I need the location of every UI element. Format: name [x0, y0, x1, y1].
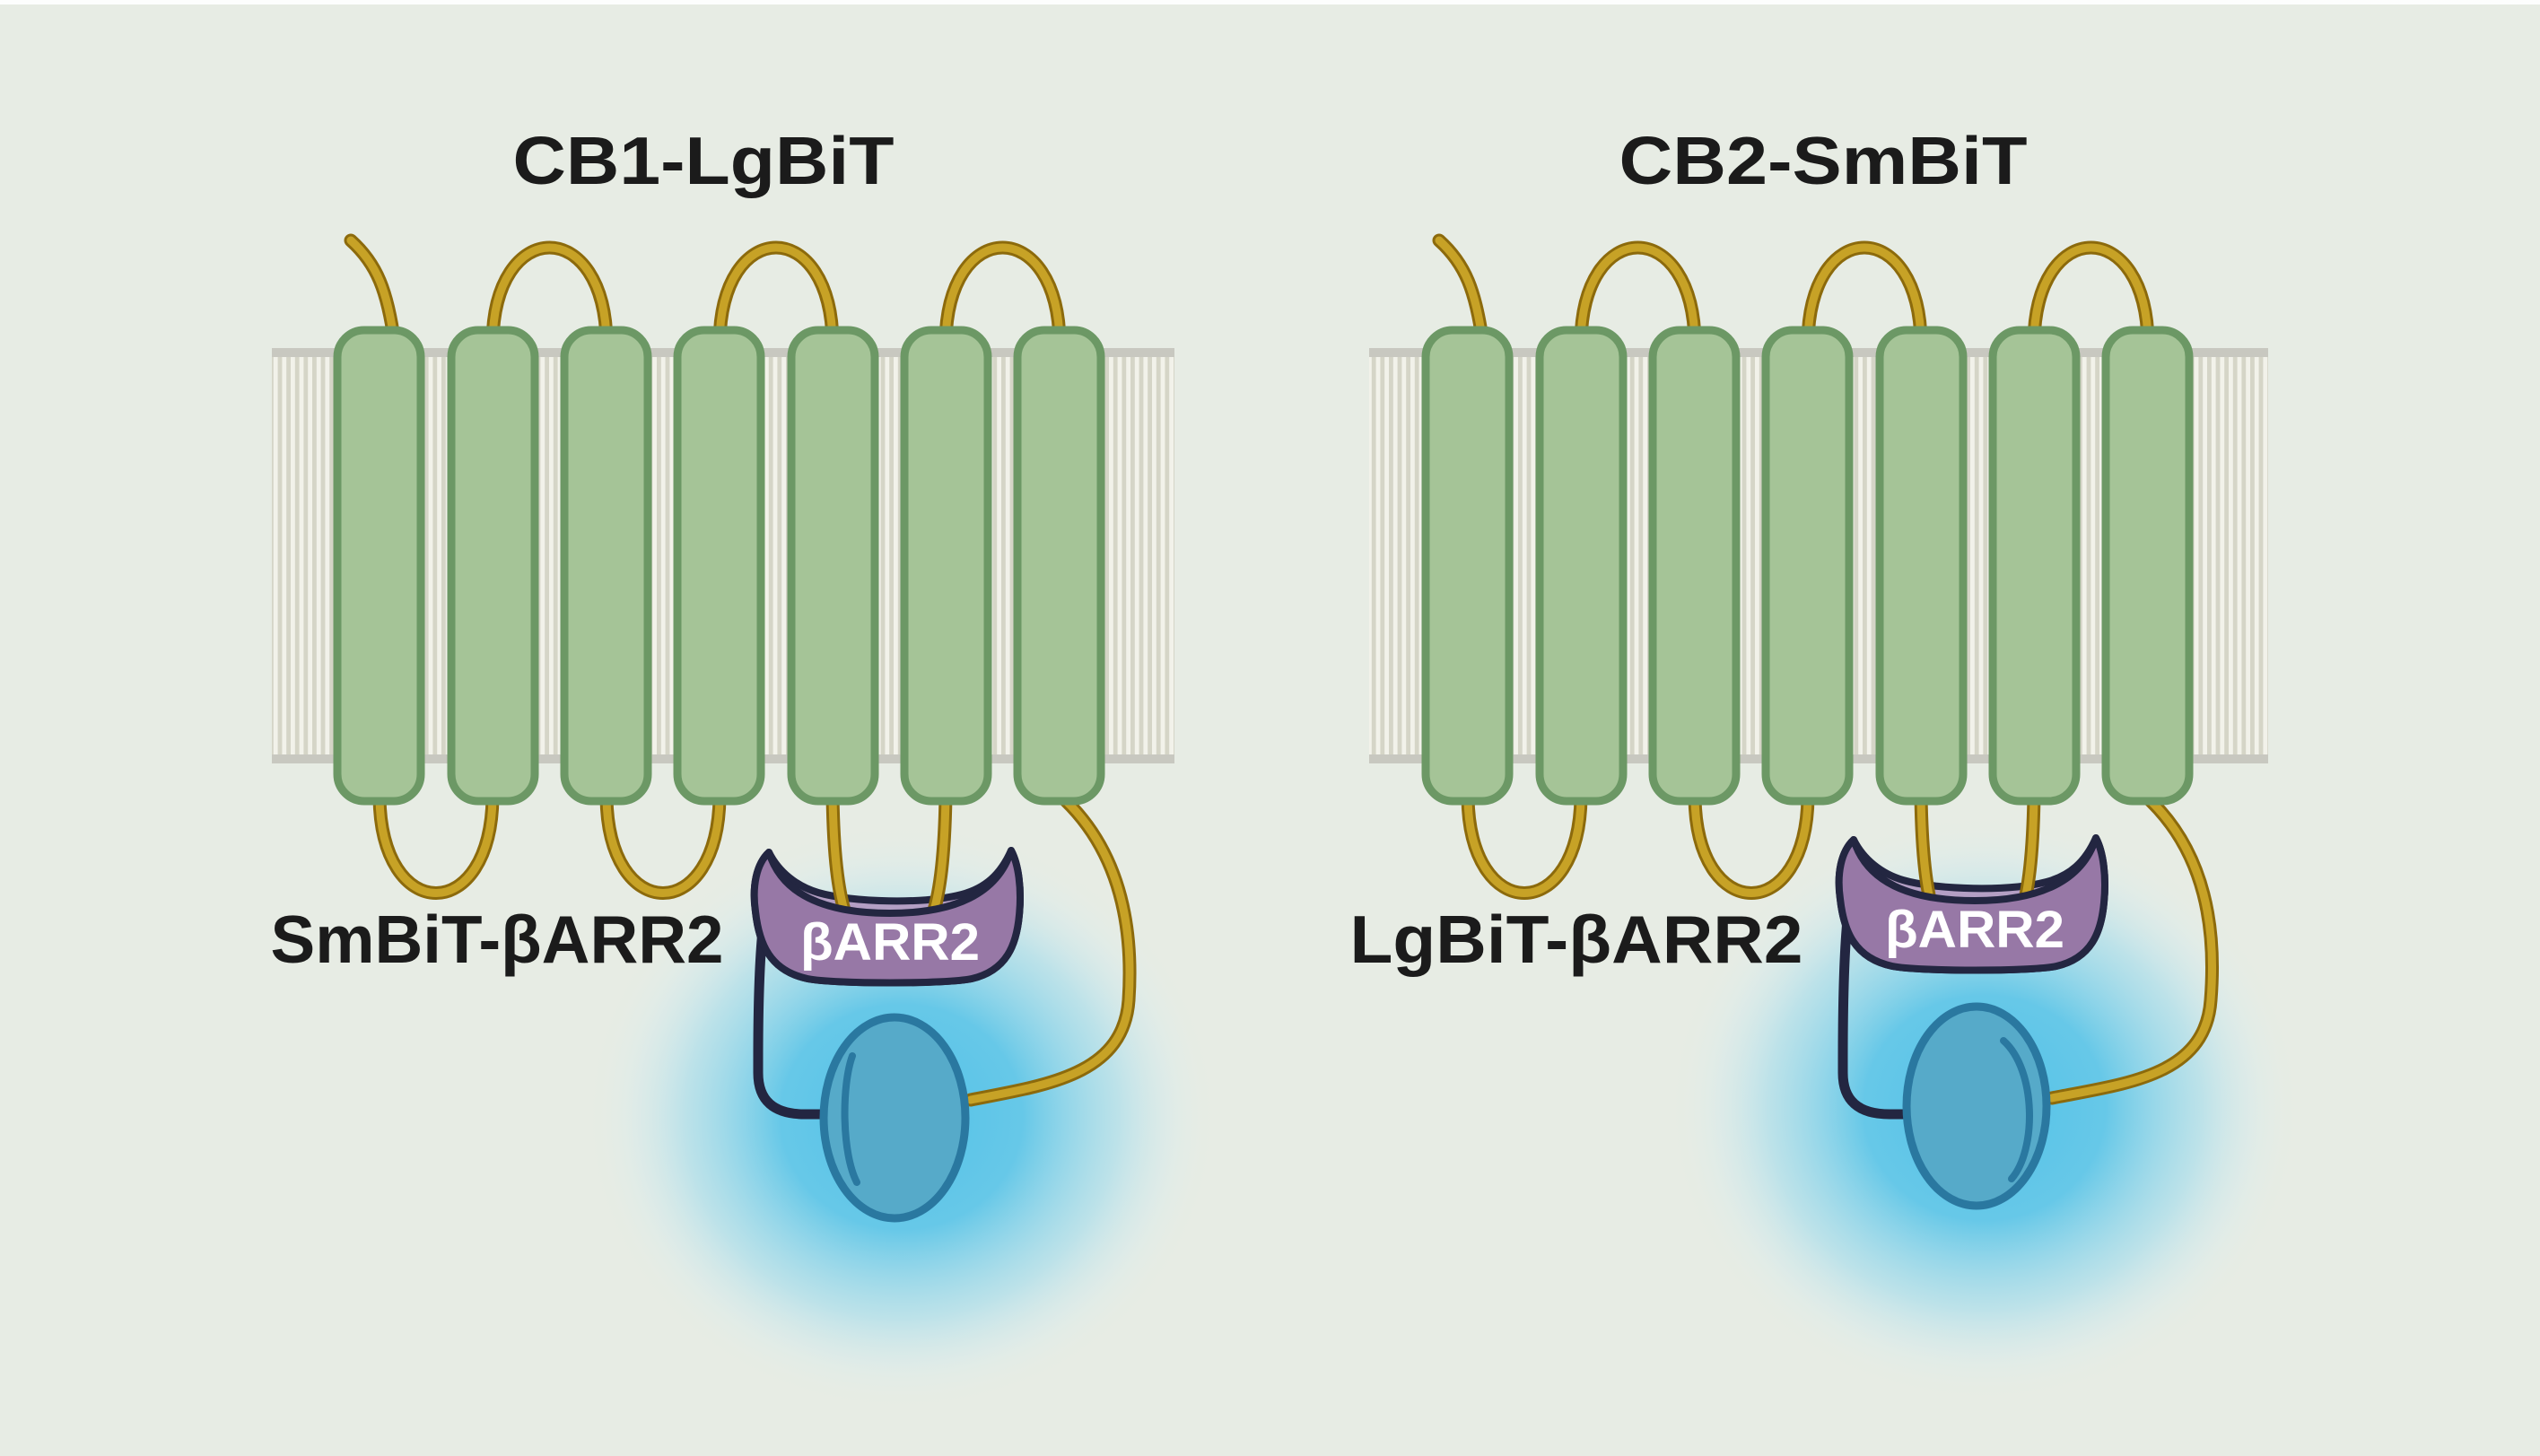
c-terminal-tail [966, 790, 1134, 1104]
panel-title-cb1: CB1-LgBiT [513, 123, 895, 198]
panel-cb1: βARR2 [272, 233, 1220, 1413]
intracellular-loop [372, 788, 500, 900]
intracellular-loop [599, 788, 727, 900]
c-terminal-tail [2047, 790, 2217, 1103]
top-border [0, 0, 2540, 4]
transmembrane-helix [1421, 326, 1514, 806]
luciferase-inner-edge [841, 1052, 860, 1186]
intracellular-loop [1690, 790, 1812, 897]
transmembrane-helix [1988, 326, 2081, 806]
transmembrane-helix [673, 326, 765, 806]
extracellular-loop [2029, 243, 2152, 349]
luciferase-complex [1902, 1002, 2051, 1210]
extracellular-loop [941, 243, 1064, 349]
transmembrane-helix [333, 326, 425, 806]
extracellular-loop [1803, 243, 1925, 349]
intracellular-loop [602, 790, 724, 897]
transmembrane-helices [1421, 326, 2194, 806]
extracellular-loop [715, 243, 837, 349]
arrestin-tag-left: βARR2 [800, 913, 980, 972]
intracellular-loop [1463, 790, 1585, 897]
transmembrane-helix [1013, 326, 1105, 806]
receptor-loops [1432, 233, 2155, 900]
arrestin-fusion-label-right: LgBiT-βARR2 [1350, 902, 1803, 977]
extracellular-loop [1576, 243, 1699, 349]
panel-cb2: βARR2 [1369, 233, 2303, 1404]
transmembrane-helix [1761, 326, 1854, 806]
arrestin-tag-right: βARR2 [1885, 901, 2064, 959]
arrestin-bit-tether [1837, 906, 1913, 1120]
extracellular-loop [488, 243, 611, 349]
transmembrane-helix [1535, 326, 1628, 806]
transmembrane-helix [447, 326, 539, 806]
transmembrane-helix [900, 326, 992, 806]
transmembrane-helix [787, 326, 879, 806]
luciferase-complex [819, 1013, 970, 1223]
luciferase-inner-edge [2000, 1037, 2033, 1182]
panel-title-cb2: CB2-SmBiT [1619, 123, 2028, 198]
transmembrane-helix [1648, 326, 1741, 806]
transmembrane-helix [1875, 326, 1968, 806]
transmembrane-helix [2101, 326, 2194, 806]
intracellular-loop [1688, 788, 1815, 900]
transmembrane-helices [333, 326, 1105, 806]
arrestin-fusion-label-left: SmBiT-βARR2 [271, 902, 724, 977]
transmembrane-helix [560, 326, 652, 806]
intracellular-loop [375, 790, 497, 897]
intracellular-loop [1461, 788, 1588, 900]
arrestin-bit-tether [753, 917, 827, 1120]
